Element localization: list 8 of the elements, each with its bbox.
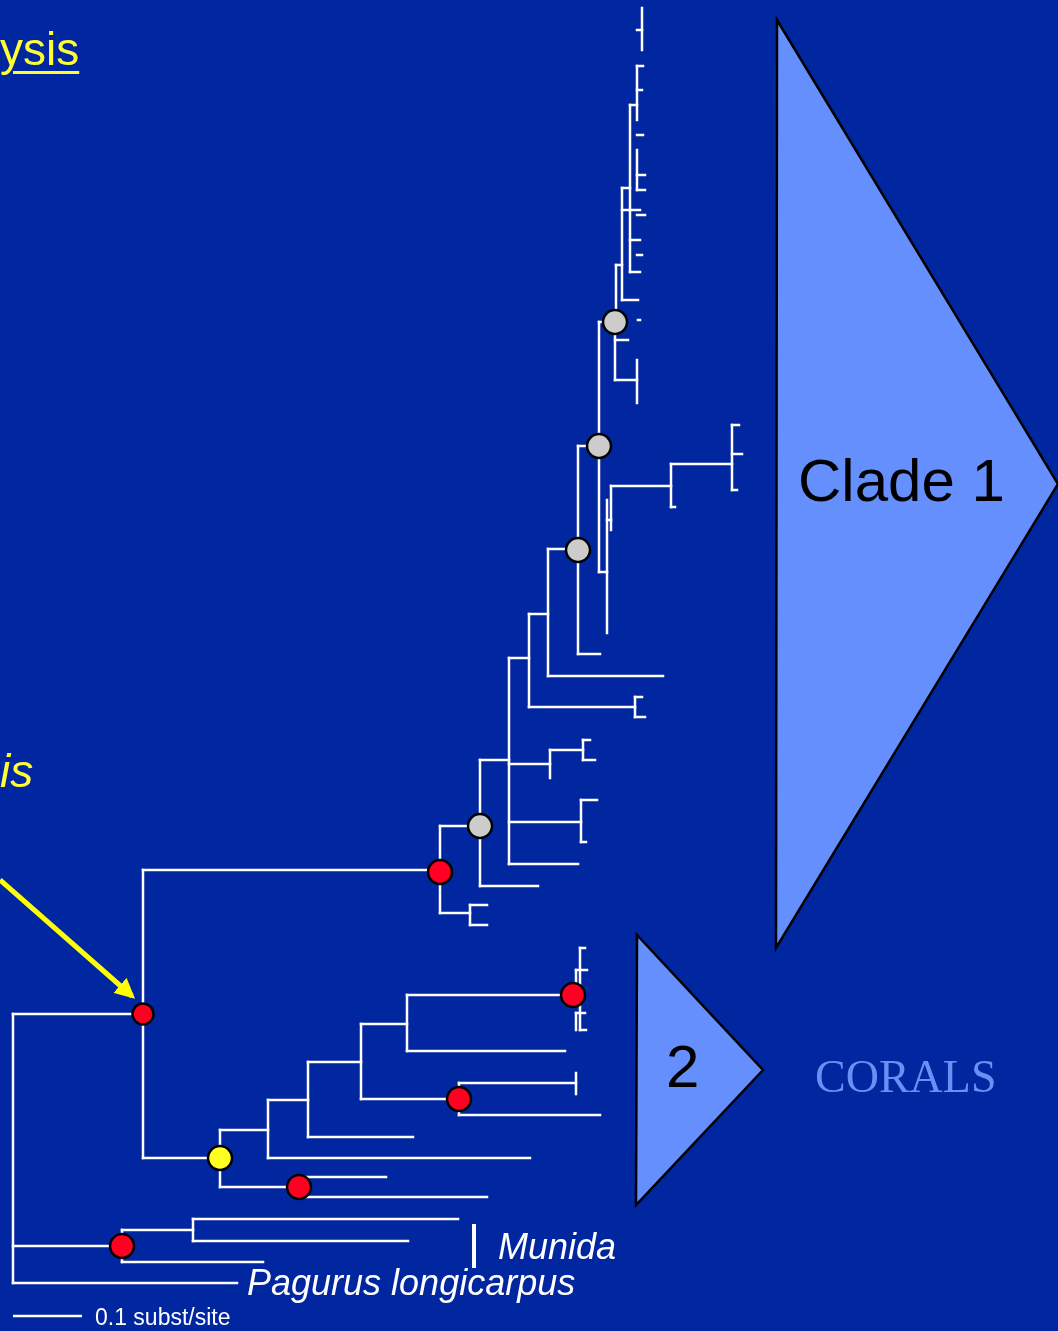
callout-text: is — [0, 748, 34, 794]
clade-label: 2 — [666, 1037, 700, 1097]
arrow — [0, 878, 135, 999]
clade-label: Clade 1 — [798, 451, 1005, 511]
scale-label: 0.1 subst/site — [95, 1306, 231, 1329]
taxon-label: Pagurus longicarpus — [247, 1265, 576, 1301]
taxon-label: Munida — [498, 1229, 617, 1265]
group-label: CORALS — [815, 1054, 997, 1100]
